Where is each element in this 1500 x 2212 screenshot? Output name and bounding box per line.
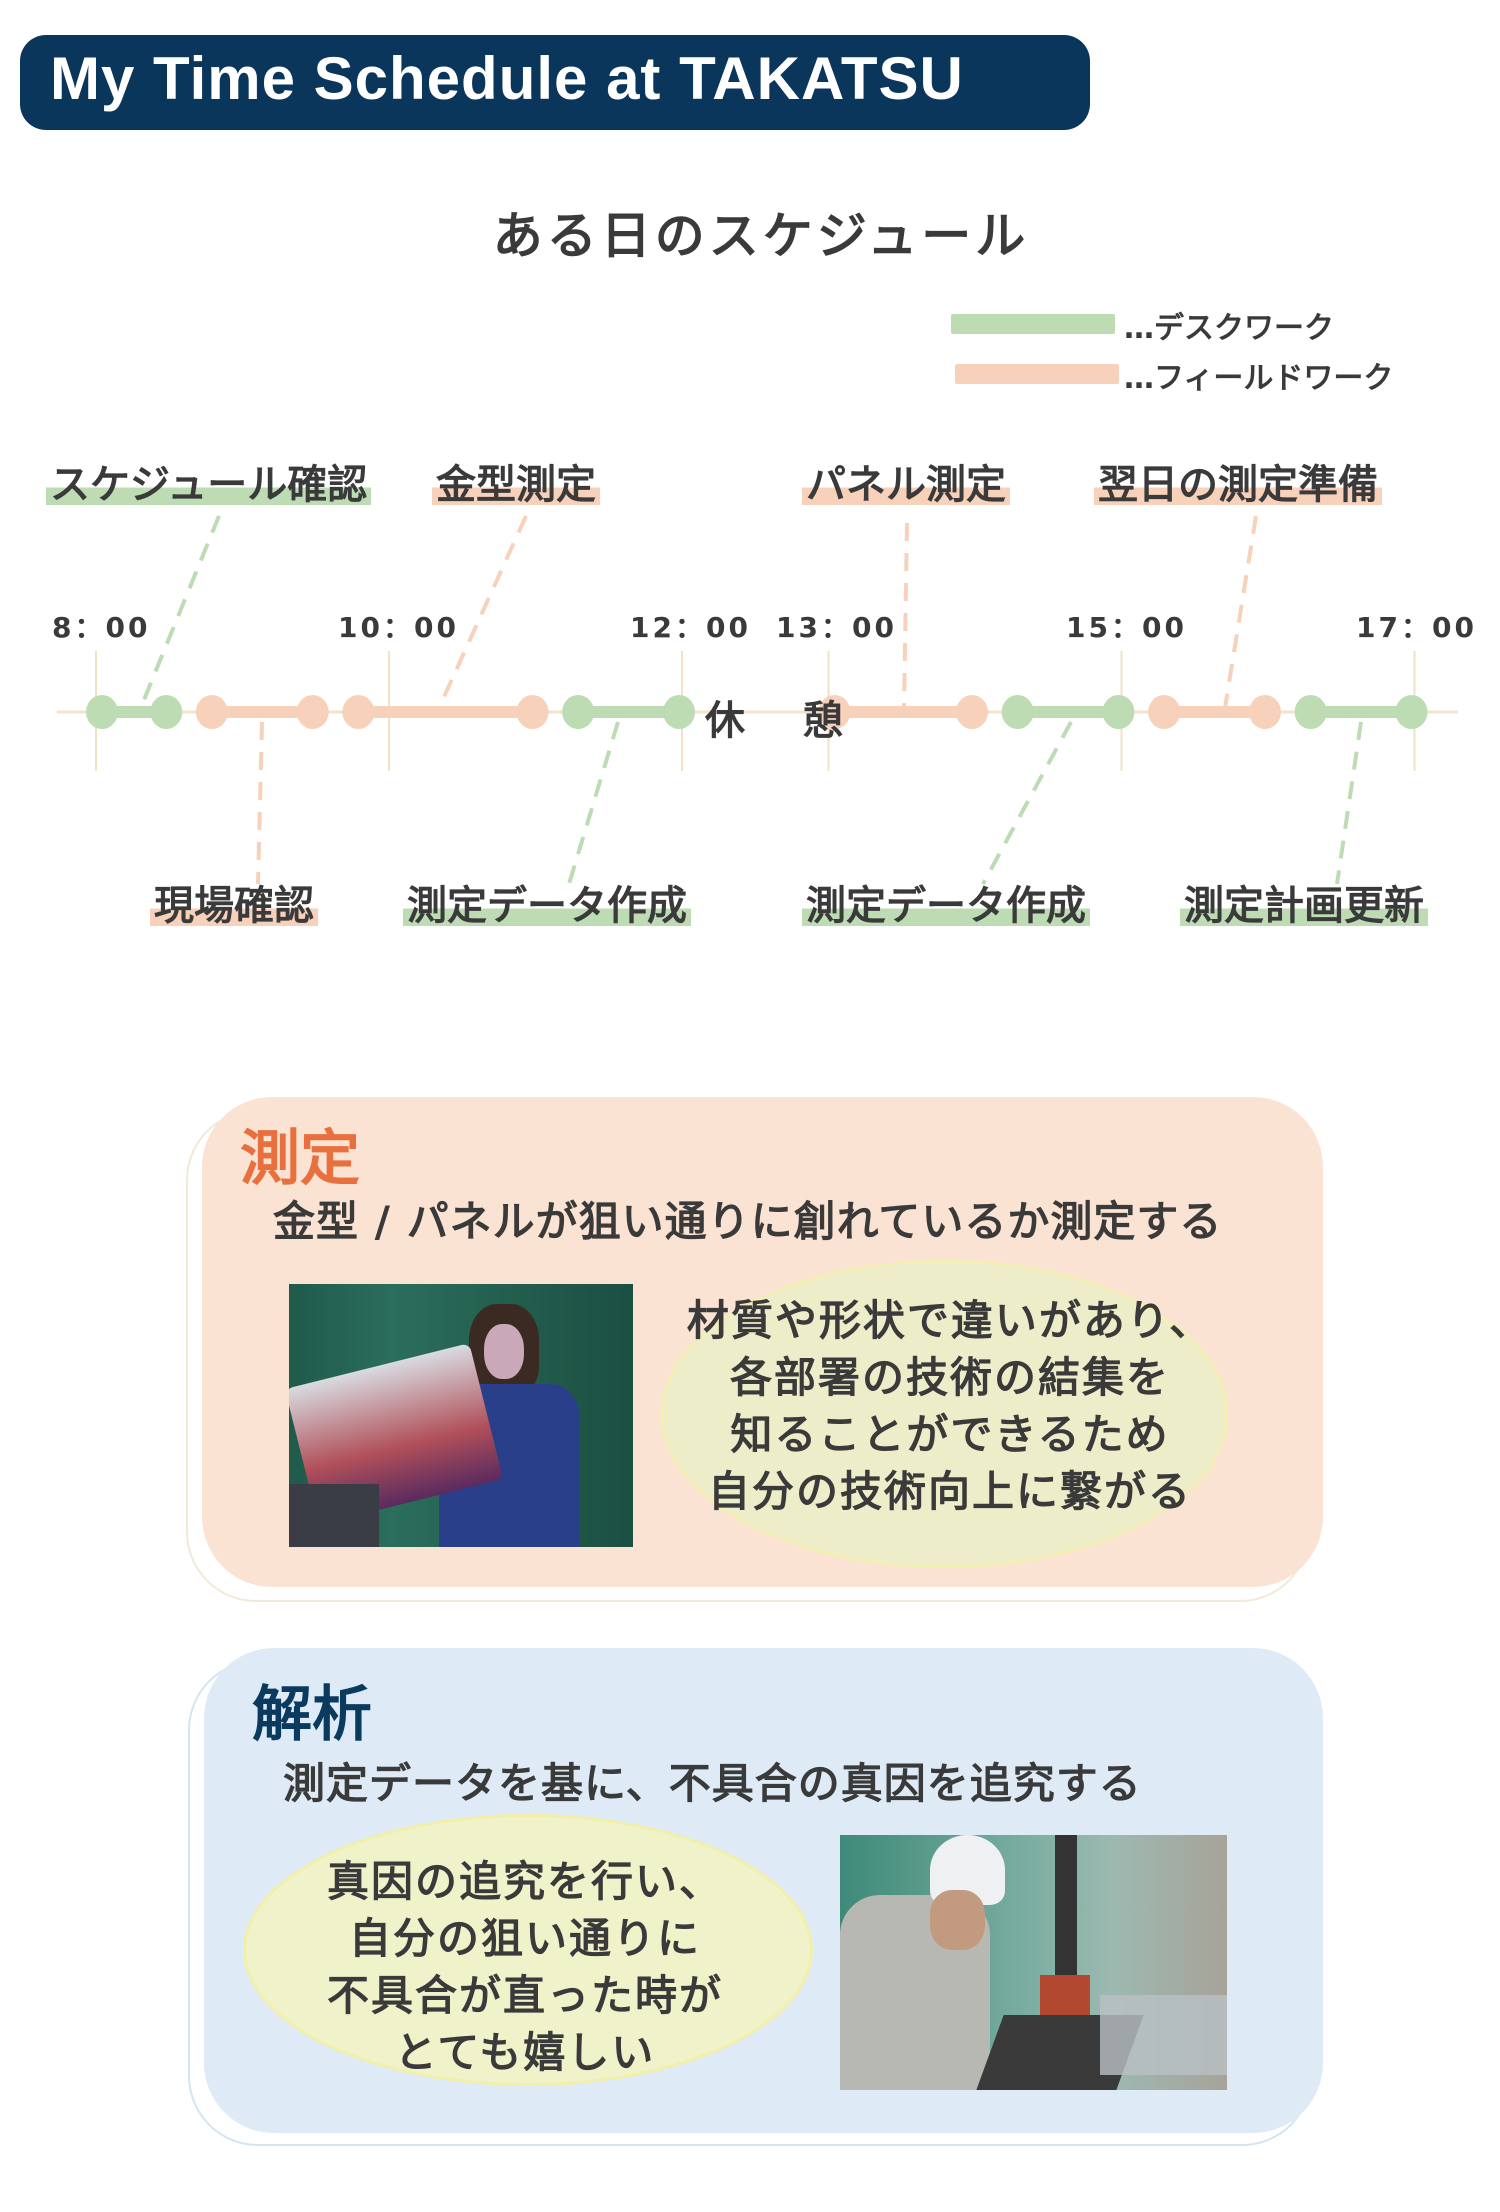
time-label: 15：00 (1066, 611, 1187, 644)
card-subtitle: 金型 / パネルが狙い通りに創れているか測定する (273, 1197, 1223, 1246)
analysis-bubble (243, 1814, 813, 2086)
card-title-analysis: 解析 (252, 1680, 372, 1750)
connector-line (567, 721, 620, 885)
time-label: 12：00 (630, 611, 751, 644)
segment-end-dot (150, 695, 183, 729)
bubble-line: 自分の狙い通りに (348, 1914, 701, 1963)
legend-field-swatch (955, 364, 1119, 384)
segment-end-dot (956, 695, 988, 729)
connector-line (1335, 721, 1363, 885)
time-label: 8：00 (52, 611, 151, 644)
activity-label-schedule-check: スケジュール確認 (46, 461, 372, 509)
time-label: 10：00 (338, 611, 459, 644)
time-label: 13：00 (776, 611, 897, 644)
title-banner (20, 35, 1090, 130)
connector-line (1223, 515, 1258, 709)
bubble-line: 不具合が直った時が (326, 1971, 723, 2020)
segment-end-dot (516, 695, 549, 729)
legend-desk-swatch (951, 314, 1115, 334)
page-title: My Time Schedule at TAKATSU (50, 45, 964, 112)
measurement-photo (289, 1284, 633, 1547)
timeline-chart (57, 515, 1458, 885)
segment-start-dot (1148, 695, 1181, 729)
card-title-measurement: 測定 (240, 1124, 360, 1194)
segment-end-dot (1395, 695, 1428, 729)
measurement-bubble (661, 1260, 1228, 1568)
bubble-line: 知ることができるため (730, 1410, 1170, 1459)
segment-start-dot (1294, 695, 1327, 729)
connector-line (137, 515, 221, 713)
segment-start-dot (818, 695, 851, 729)
break-label: 休 憩 (705, 698, 865, 744)
segment-end-dot (1102, 695, 1135, 729)
segment-start-dot (562, 695, 595, 729)
bubble-line: 真因の追究を行い、 (326, 1857, 723, 1906)
card-subtitle: 測定データを基に、不具合の真因を追究する (283, 1759, 1142, 1808)
segment-start-dot (342, 695, 375, 729)
segment-end-dot (296, 695, 329, 729)
time-label: 17：00 (1356, 611, 1477, 644)
segment-start-dot (1001, 695, 1034, 729)
activity-label-mold-measure: 金型測定 (432, 461, 600, 509)
measurement-bubble-text: 材質や形状で違いがあり、 各部署の技術の結集を 知ることができるため 自分の技術… (620, 1292, 1280, 1520)
activity-label-site-check: 現場確認 (150, 882, 318, 930)
segment-end-dot (1249, 695, 1281, 729)
bubble-line: とても嬉しい (394, 2028, 656, 2077)
connector-line (437, 515, 528, 709)
segment-start-dot (195, 695, 228, 729)
activity-label-data-creation: 測定データ作成 (403, 882, 691, 930)
analysis-bubble-text: 真因の追究を行い、 自分の狙い通りに 不具合が直った時が とても嬉しい (225, 1853, 825, 2081)
activity-label-panel-measure: パネル測定 (802, 461, 1010, 509)
activity-label-data-creation: 測定データ作成 (802, 882, 1090, 930)
bubble-line: 各部署の技術の結集を (729, 1353, 1170, 1402)
activity-label-next-day-prep: 翌日の測定準備 (1094, 461, 1382, 509)
segment-end-dot (663, 695, 695, 729)
bubble-line: 材質や形状で違いがあり、 (686, 1296, 1214, 1345)
legend-desk-label: …デスクワーク (1124, 311, 1334, 346)
segment-start-dot (86, 695, 118, 729)
legend-field-label: …フィールドワーク (1124, 361, 1394, 396)
connector-line (981, 721, 1073, 885)
schedule-heading: ある日のスケジュール (492, 207, 1030, 265)
connector-line (256, 721, 264, 885)
bubble-line: 自分の技術向上に繋がる (707, 1467, 1192, 1516)
analysis-photo (840, 1835, 1227, 2090)
activity-label-plan-update: 測定計画更新 (1180, 882, 1428, 930)
connector-line (902, 522, 909, 709)
